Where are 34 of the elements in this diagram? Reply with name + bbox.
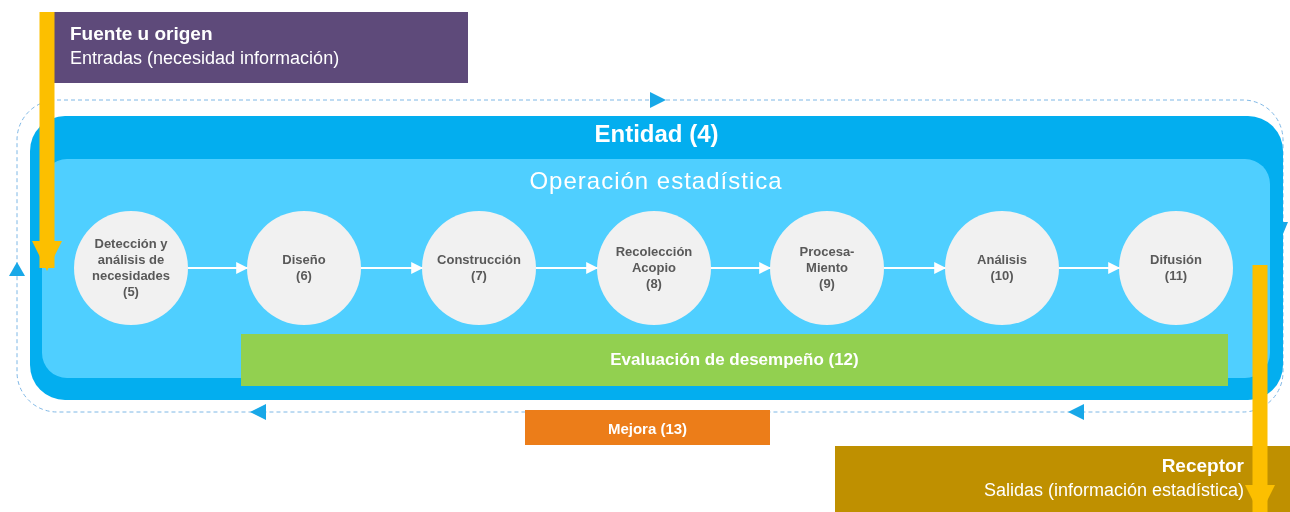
evaluation-bar (241, 334, 1228, 386)
receiver-box (835, 446, 1290, 512)
step-label: Detección y análisis de necesidades (90, 236, 171, 284)
arrow (360, 262, 424, 274)
step-label: Construcción (436, 252, 522, 268)
bar-label: Mejora (13) (606, 419, 689, 436)
arrow (32, 12, 62, 271)
panel-title: Entidad (4) (593, 120, 720, 148)
arrow (1245, 265, 1275, 512)
arrow (1058, 262, 1121, 274)
arrow (883, 262, 947, 274)
entity-panel (30, 116, 1283, 400)
improvement-bar (525, 410, 770, 445)
arrow (535, 262, 599, 274)
step-label: Análisis (976, 252, 1028, 268)
step-number: (10) (989, 268, 1015, 284)
arrow (710, 262, 772, 274)
step-label: Procesa- Miento (798, 244, 856, 276)
step-number: (5) (122, 284, 140, 300)
panel-title: Operación estadística (528, 167, 784, 195)
bar-label: Evaluación de desempeño (12) (609, 350, 860, 370)
description-text: Entradas (necesidad información) (70, 47, 340, 70)
heading-text: Receptor (1160, 454, 1244, 478)
arrow (187, 262, 249, 274)
step-number: (6) (295, 268, 313, 284)
heading-text: Fuente u origen (70, 22, 214, 46)
step-number: (8) (645, 276, 663, 292)
step-number: (11) (1163, 268, 1189, 284)
description-text: Salidas (información estadística) (983, 479, 1244, 502)
step-label: Difusión (1149, 252, 1203, 268)
step-number: (7) (470, 268, 488, 284)
step-label: Diseño (281, 252, 327, 268)
step-label: Recolección Acopio (614, 244, 694, 276)
step-number: (9) (818, 276, 836, 292)
